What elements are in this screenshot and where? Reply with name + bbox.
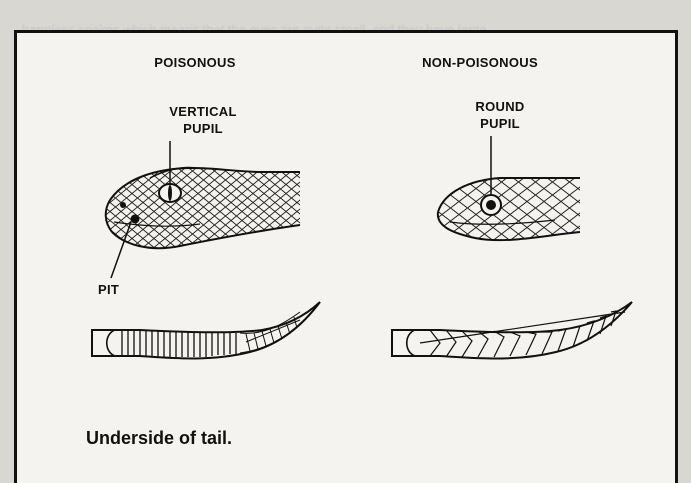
pit-viper-tail-underside [92,302,320,359]
non-poisonous-head [430,170,590,250]
non-poisonous-tail-underside [392,302,632,359]
heat-pit [131,215,140,224]
nostril-dot [120,202,126,208]
pit-viper-head [100,160,310,255]
